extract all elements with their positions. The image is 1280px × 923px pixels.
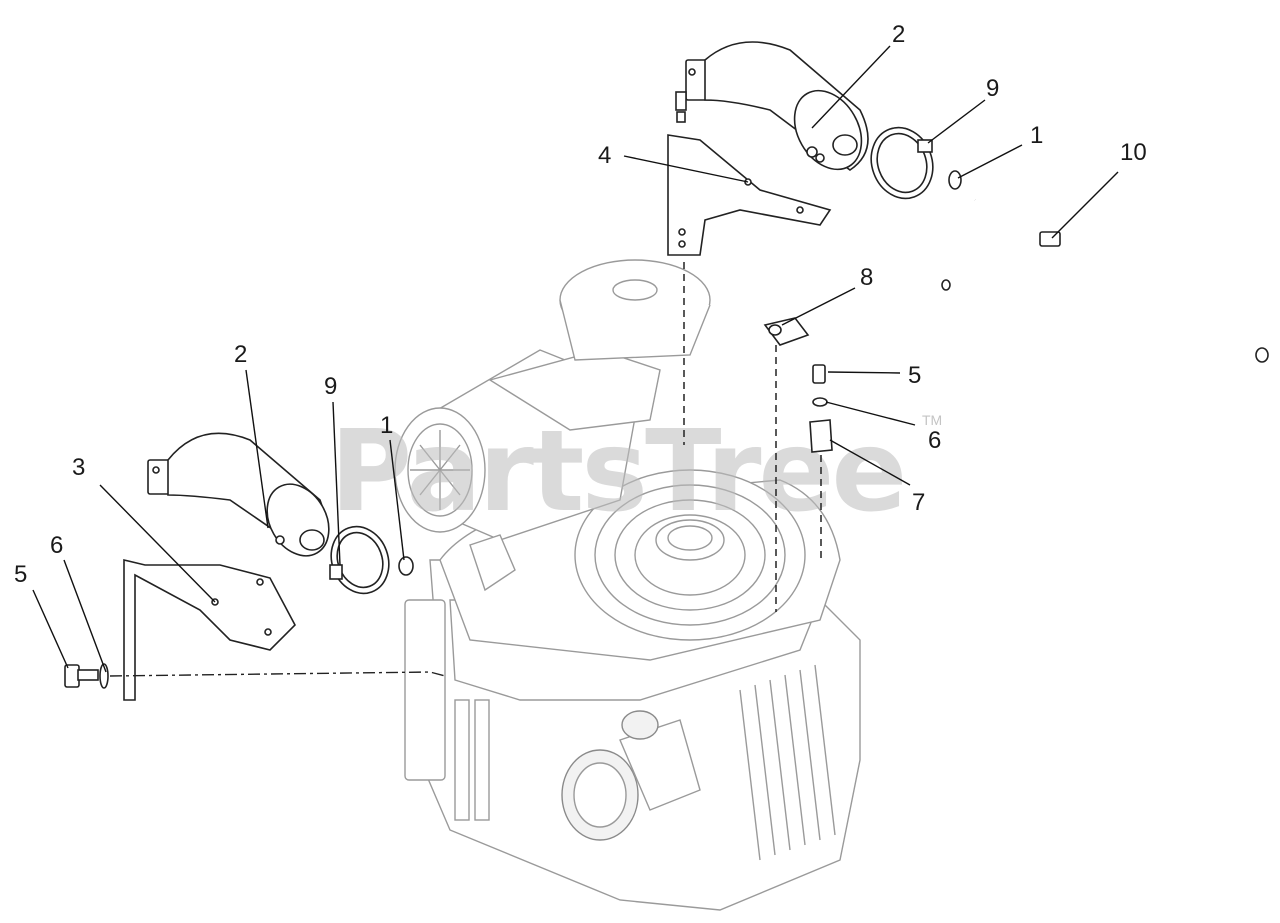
callout-1-top: 1 — [1030, 122, 1043, 149]
callout-2-left: 2 — [234, 341, 247, 368]
bracket-top — [667, 91, 832, 256]
callout-6-right: 6 — [928, 427, 941, 454]
clip — [763, 317, 810, 346]
oil-filter — [561, 710, 701, 841]
hardware-left — [64, 663, 109, 689]
callout-4: 4 — [598, 142, 611, 169]
air-cleaner-housing — [394, 259, 711, 592]
callout-3: 3 — [72, 454, 85, 481]
leader-lines — [32, 45, 1119, 673]
watermark-tm: TM — [922, 412, 942, 428]
assembly-lines — [109, 262, 822, 677]
callout-10: 10 — [1120, 139, 1147, 166]
insert-top — [948, 170, 962, 190]
insert-left — [398, 556, 414, 576]
tailpipe — [941, 197, 1269, 363]
callout-2-top: 2 — [892, 21, 905, 48]
cylinder-fins — [404, 599, 836, 861]
callout-6-left: 6 — [50, 532, 63, 559]
callout-8: 8 — [860, 264, 873, 291]
flywheel-screen — [574, 469, 806, 641]
callout-1-left: 1 — [380, 412, 393, 439]
callout-5-left: 5 — [14, 561, 27, 588]
callout-9-left: 9 — [324, 373, 337, 400]
engine-assembly — [394, 259, 861, 911]
clamp-left — [329, 525, 390, 595]
muffler-top — [685, 41, 869, 171]
muffler-left — [147, 432, 330, 557]
callout-5-right: 5 — [908, 362, 921, 389]
bracket-left — [123, 558, 296, 701]
callout-9-top: 9 — [986, 75, 999, 102]
callout-7: 7 — [912, 489, 925, 516]
clamp-top — [870, 126, 934, 200]
callout-labels: 2 9 1 10 4 8 5 6 7 2 9 1 3 6 5 — [14, 21, 1147, 588]
